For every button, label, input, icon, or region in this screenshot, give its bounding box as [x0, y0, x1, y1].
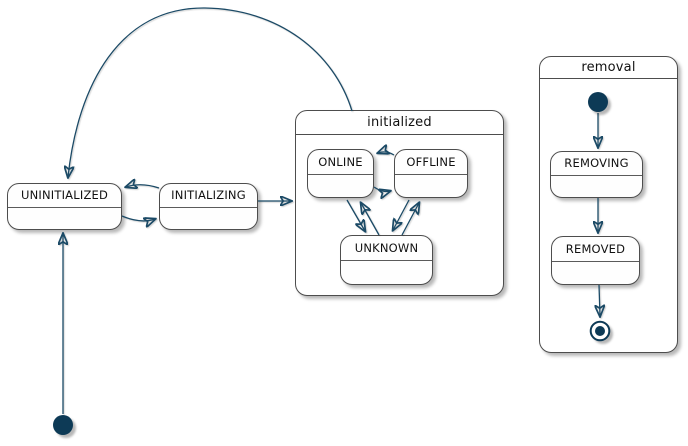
state-uninitialized: UNINITIALIZED — [7, 183, 122, 230]
state-removing: REMOVING — [550, 151, 643, 198]
state-online: ONLINE — [307, 149, 374, 198]
state-online-body — [308, 175, 373, 198]
composite-removal-title: removal — [540, 57, 677, 79]
state-offline-label: OFFLINE — [395, 150, 467, 175]
state-initializing-body — [160, 208, 257, 230]
state-unknown: UNKNOWN — [340, 235, 433, 285]
state-uninitialized-label: UNINITIALIZED — [8, 184, 121, 208]
state-uninitialized-body — [8, 208, 121, 230]
state-offline: OFFLINE — [394, 149, 468, 198]
transition-initializing-to-uninitialized-arrow — [126, 185, 160, 188]
state-removed-body — [552, 262, 639, 285]
state-removed-label: REMOVED — [552, 237, 639, 262]
state-initializing: INITIALIZING — [159, 183, 258, 230]
state-unknown-body — [341, 261, 432, 284]
state-unknown-label: UNKNOWN — [341, 236, 432, 261]
initial-state-icon — [53, 415, 76, 438]
state-offline-body — [395, 175, 467, 198]
composite-initialized-title: initialized — [296, 111, 503, 135]
state-initializing-label: INITIALIZING — [160, 184, 257, 208]
state-removing-body — [551, 176, 642, 198]
state-online-label: ONLINE — [308, 150, 373, 175]
composite-state-removal: removal — [539, 56, 678, 353]
state-removed: REMOVED — [551, 236, 640, 285]
transition-uninitialized-to-initializing-arrow — [121, 215, 155, 221]
state-removing-label: REMOVING — [551, 152, 642, 176]
